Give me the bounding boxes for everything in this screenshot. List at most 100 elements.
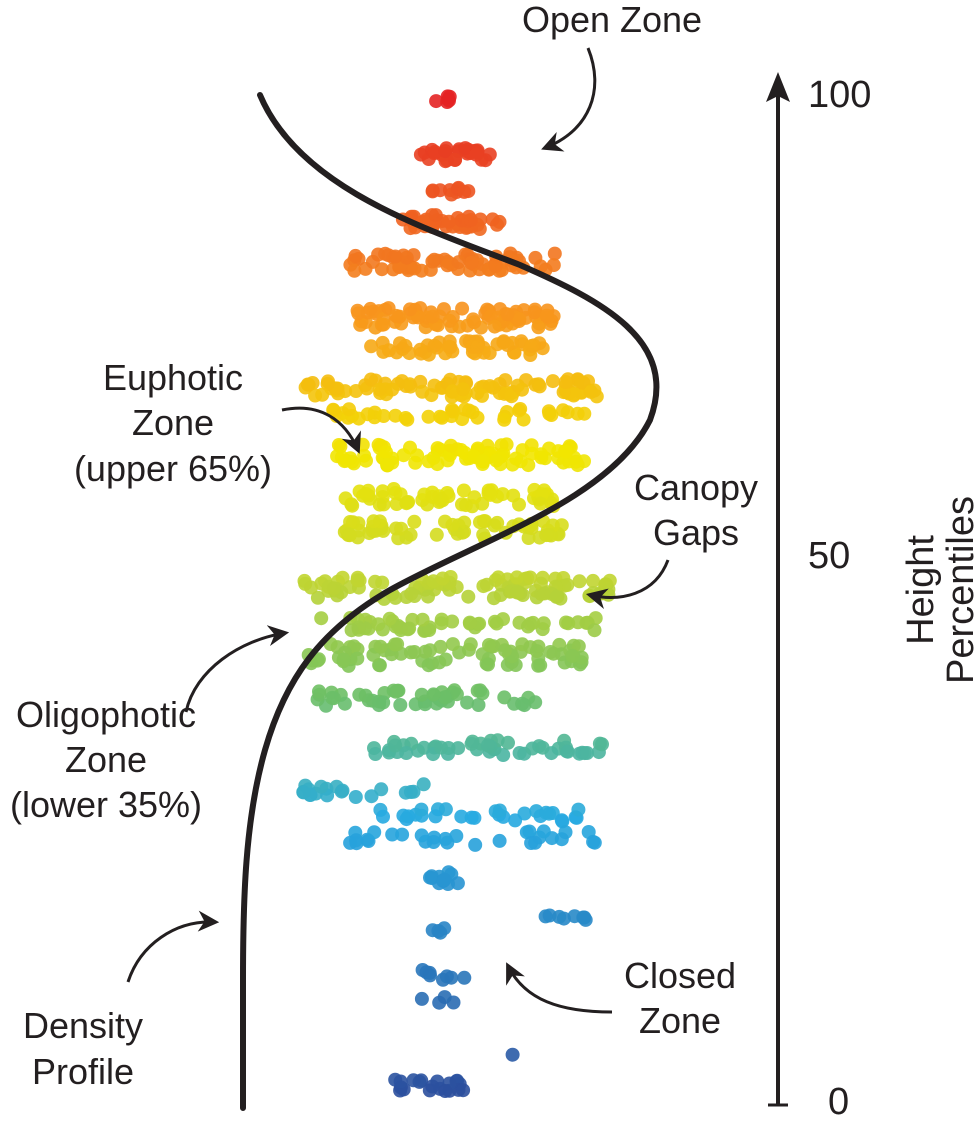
point-cloud-dot — [546, 258, 561, 273]
point-cloud-dot — [372, 382, 387, 397]
point-cloud-dot — [519, 825, 534, 840]
point-cloud-dot — [470, 339, 485, 354]
oligophotic-line-1: Oligophotic — [16, 694, 196, 735]
point-cloud-dot — [398, 338, 413, 353]
point-cloud-dot — [438, 144, 453, 159]
point-cloud-dot — [376, 695, 391, 710]
point-cloud-dot — [390, 637, 405, 652]
point-cloud-dot — [464, 736, 479, 751]
point-cloud-dot — [326, 581, 341, 596]
point-cloud-dot — [443, 438, 458, 453]
point-cloud-dot — [429, 527, 444, 542]
point-cloud-dot — [414, 828, 429, 843]
point-cloud-dot — [601, 587, 616, 602]
open-zone-arrow — [541, 47, 597, 152]
point-cloud-dot — [348, 790, 363, 804]
point-cloud-dot — [448, 152, 463, 167]
point-cloud-dot — [498, 643, 512, 658]
point-cloud-dot — [576, 910, 591, 925]
point-cloud-dot — [371, 617, 386, 632]
point-cloud-dot — [470, 386, 485, 400]
point-cloud-dot — [426, 687, 441, 702]
point-cloud-dot — [425, 254, 440, 269]
point-cloud-dot — [524, 836, 539, 850]
point-cloud-dot — [456, 1083, 471, 1098]
point-cloud-dot — [475, 686, 490, 701]
point-cloud-dot — [388, 249, 403, 264]
point-cloud-dot — [473, 515, 487, 530]
point-cloud-dot — [560, 744, 575, 759]
point-cloud-dot — [458, 498, 473, 513]
density-profile-line-2: Profile — [32, 1051, 134, 1092]
point-cloud-dot — [512, 746, 527, 760]
point-cloud-dot — [533, 496, 548, 511]
point-cloud-dot — [457, 184, 472, 199]
point-cloud-dot — [539, 805, 554, 820]
point-cloud-dot — [495, 487, 510, 502]
point-cloud-dot — [499, 385, 514, 400]
point-cloud-dot — [515, 696, 530, 711]
point-cloud-dot — [347, 263, 362, 278]
point-cloud-dot — [407, 514, 422, 529]
euphotic-line-1: Euphotic — [103, 357, 243, 398]
point-cloud-dot — [335, 570, 350, 585]
point-cloud-dot — [349, 833, 364, 848]
point-cloud-dot — [505, 1047, 520, 1062]
point-cloud-dot — [427, 144, 442, 159]
point-cloud-dot — [476, 527, 491, 542]
axis-tick-50: 50 — [808, 535, 850, 577]
point-cloud-dot — [404, 586, 419, 601]
point-cloud-dot — [438, 514, 452, 529]
density-profile-line-1: Density — [23, 1005, 143, 1046]
point-cloud-dot — [390, 683, 405, 698]
point-cloud-dot — [543, 645, 558, 659]
point-cloud-dot — [584, 384, 598, 399]
point-cloud-dot — [382, 611, 397, 626]
point-cloud-dot — [490, 337, 505, 352]
point-cloud-dot — [364, 789, 379, 804]
point-cloud-dot — [501, 735, 515, 750]
point-cloud-dot — [445, 614, 460, 629]
point-cloud-dot — [360, 305, 375, 320]
point-cloud-dot — [489, 453, 504, 468]
canopy-gaps-label: Canopy Gaps — [634, 467, 758, 553]
point-cloud-dot — [373, 639, 388, 654]
euphotic-zone-label: Euphotic Zone (upper 65%) — [74, 357, 272, 489]
point-cloud-dot — [455, 301, 470, 316]
point-cloud-dot — [393, 1074, 408, 1089]
point-cloud-dot — [372, 497, 387, 512]
point-cloud-dot — [485, 212, 500, 227]
point-cloud-dot — [380, 457, 395, 472]
point-cloud-dot — [325, 690, 340, 705]
point-cloud-dot — [407, 261, 422, 276]
point-cloud-dot — [460, 695, 475, 710]
point-cloud-dot — [535, 740, 550, 755]
point-cloud-dot — [413, 342, 428, 357]
point-cloud-dot — [524, 339, 539, 353]
point-cloud-dot — [426, 835, 441, 849]
point-cloud-dot — [461, 589, 476, 604]
point-cloud-dot — [428, 208, 443, 223]
point-cloud-dot — [330, 449, 345, 464]
point-cloud-dot — [415, 384, 430, 399]
point-cloud-dot — [577, 406, 592, 421]
point-cloud-dot — [425, 309, 440, 324]
point-cloud-dot — [463, 637, 478, 652]
point-cloud-dot — [516, 412, 531, 427]
point-cloud-dot — [364, 372, 378, 387]
point-cloud-dot — [482, 638, 496, 652]
point-cloud-dot — [403, 527, 418, 542]
point-cloud-dot — [396, 808, 411, 823]
point-cloud-dot — [438, 831, 453, 846]
closed-zone-line-2: Zone — [639, 1000, 721, 1041]
point-cloud-dot — [500, 338, 515, 353]
point-cloud-dot — [359, 487, 373, 501]
density-profile-curve — [240, 92, 660, 1111]
point-cloud-dot — [539, 308, 554, 323]
point-cloud-dot — [587, 623, 602, 638]
point-cloud-dot — [561, 616, 576, 631]
axis-title-line-2: Percentiles — [940, 496, 975, 684]
point-cloud-dot — [427, 378, 442, 393]
point-cloud-dot — [442, 339, 457, 354]
point-cloud-dot — [513, 402, 528, 416]
